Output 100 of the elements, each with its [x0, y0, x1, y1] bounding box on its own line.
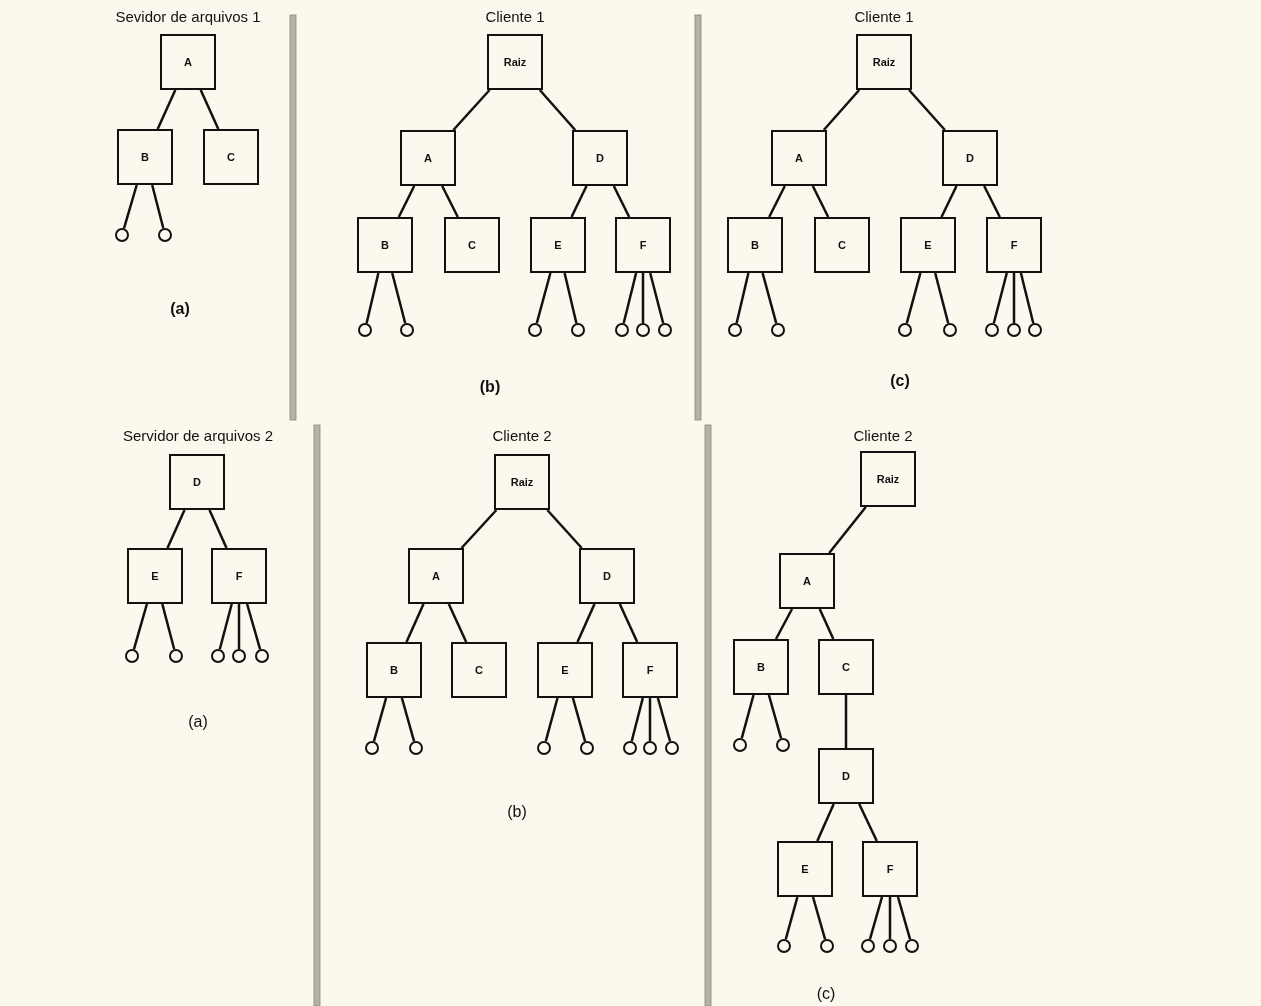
tree-line — [365, 272, 380, 324]
tree-line — [774, 608, 794, 640]
directory-box: A — [771, 130, 827, 186]
file-circle — [777, 939, 791, 953]
file-circle — [943, 323, 957, 337]
tree-line — [166, 509, 186, 549]
directory-box: C — [818, 639, 874, 695]
tree-line — [940, 185, 958, 218]
directory-box: E — [777, 841, 833, 897]
directory-box: D — [579, 548, 635, 604]
file-circle — [820, 939, 834, 953]
tree-line — [538, 89, 577, 131]
panel-title: Servidor de arquivos 2 — [122, 427, 274, 444]
file-circle — [580, 741, 594, 755]
file-circle — [211, 649, 225, 663]
file-circle — [537, 741, 551, 755]
panel-title: Cliente 1 — [485, 8, 545, 25]
tree-line — [199, 89, 220, 130]
tree-line — [571, 697, 587, 742]
tree-line — [908, 89, 946, 131]
directory-box: B — [733, 639, 789, 695]
tree-line — [740, 694, 755, 739]
directory-box: B — [727, 217, 783, 273]
tree-line — [649, 272, 665, 324]
tree-line — [391, 272, 407, 324]
directory-box: E — [530, 217, 586, 273]
tree-line — [735, 272, 750, 324]
file-circle — [1028, 323, 1042, 337]
tree-line — [828, 506, 867, 554]
tree-line — [992, 272, 1008, 324]
directory-box: F — [986, 217, 1042, 273]
file-circle — [771, 323, 785, 337]
tree-line — [218, 603, 233, 650]
file-circle — [623, 741, 637, 755]
tree-line — [132, 603, 149, 650]
directory-box: F — [862, 841, 918, 897]
tree-line — [767, 694, 783, 739]
directory-box: A — [408, 548, 464, 604]
tree-line — [618, 603, 639, 643]
tree-line — [656, 697, 672, 742]
file-circle — [883, 939, 897, 953]
directory-box: B — [357, 217, 413, 273]
tree-line — [818, 608, 835, 640]
tree-line — [122, 184, 138, 229]
file-circle — [255, 649, 269, 663]
tree-line — [811, 185, 830, 218]
file-circle — [571, 323, 585, 337]
tree-line — [622, 272, 638, 324]
tree-line — [372, 697, 388, 742]
file-circle — [528, 323, 542, 337]
tree-line — [544, 697, 559, 742]
tree-line — [983, 185, 1001, 218]
panel-caption: (a) — [170, 300, 190, 318]
tree-line — [161, 603, 176, 650]
file-circle — [658, 323, 672, 337]
panel-title: Cliente 2 — [853, 427, 913, 444]
directory-box: Raiz — [494, 454, 550, 510]
tree-line — [784, 896, 799, 940]
tree-line — [648, 698, 652, 741]
tree-line — [905, 272, 922, 324]
tree-line — [868, 896, 884, 940]
tree-line — [400, 697, 416, 742]
tree-line — [535, 272, 552, 324]
file-circle — [409, 741, 423, 755]
tree-line — [888, 897, 892, 939]
tree-line — [460, 509, 498, 549]
tree-line — [570, 185, 588, 218]
directory-box: C — [451, 642, 507, 698]
file-circle — [169, 649, 183, 663]
tree-line — [405, 603, 425, 643]
tree-line — [397, 185, 416, 218]
tree-line — [452, 89, 491, 131]
directory-box: E — [537, 642, 593, 698]
tree-line — [612, 185, 631, 218]
directory-box: F — [615, 217, 671, 273]
directory-box: B — [117, 129, 173, 185]
file-circle — [158, 228, 172, 242]
panel-caption: (c) — [890, 372, 910, 390]
file-circle — [232, 649, 246, 663]
directory-box: A — [160, 34, 216, 90]
tree-line — [208, 509, 228, 549]
directory-box: A — [779, 553, 835, 609]
directory-box: D — [572, 130, 628, 186]
directory-box: Raiz — [860, 451, 916, 507]
file-circle — [636, 323, 650, 337]
tree-line — [858, 803, 878, 842]
panel-title: Cliente 1 — [854, 8, 914, 25]
tree-line — [576, 603, 596, 643]
tree-line — [245, 603, 262, 650]
file-circle — [125, 649, 139, 663]
panel-caption: (b) — [479, 378, 501, 396]
directory-box: D — [818, 748, 874, 804]
directory-box: C — [444, 217, 500, 273]
panel-caption: (a) — [188, 713, 208, 731]
tree-line — [641, 273, 645, 323]
tree-line — [630, 697, 644, 742]
file-circle — [898, 323, 912, 337]
file-circle — [905, 939, 919, 953]
directory-box: A — [400, 130, 456, 186]
directory-box: C — [814, 217, 870, 273]
